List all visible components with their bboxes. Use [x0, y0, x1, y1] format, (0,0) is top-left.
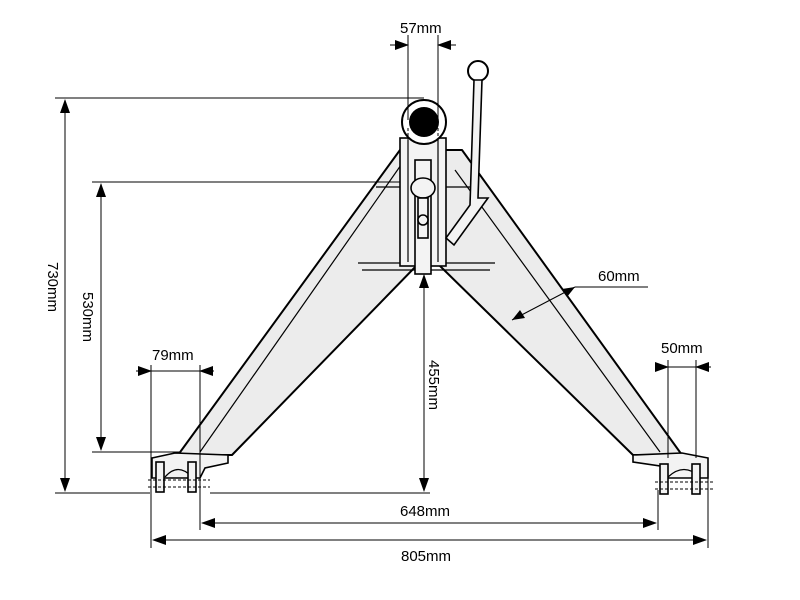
label-overall-height: 730mm — [44, 262, 61, 312]
label-pin-diameter: 57mm — [400, 20, 442, 37]
left-foot — [148, 452, 229, 493]
top-pin — [401, 99, 447, 150]
dim-overall-height: 730mm — [44, 97, 424, 494]
left-leg — [177, 149, 421, 456]
label-clearance-height: 455mm — [425, 360, 442, 410]
dim-pin-diameter: 57mm — [390, 20, 456, 120]
dim-right-foot-width: 50mm — [655, 340, 711, 548]
label-frame-height: 530mm — [79, 292, 96, 342]
dim-inner-span: 648mm — [201, 490, 659, 530]
label-arm-width: 60mm — [598, 268, 640, 285]
center-post — [399, 137, 447, 275]
dim-clearance-height: 455mm — [210, 274, 442, 494]
dim-arm-width: 60mm — [511, 268, 648, 321]
dim-frame-height: 530mm — [79, 181, 400, 453]
right-foot — [632, 452, 714, 495]
label-left-foot-width: 79mm — [152, 347, 194, 364]
label-outer-span: 805mm — [401, 548, 451, 565]
lever-handle — [444, 60, 490, 247]
label-inner-span: 648mm — [400, 503, 450, 520]
a-frame-body — [148, 60, 714, 495]
dim-outer-span: 805mm — [152, 535, 707, 565]
dim-left-foot-width: 79mm — [136, 347, 214, 548]
label-right-foot-width: 50mm — [661, 340, 703, 357]
